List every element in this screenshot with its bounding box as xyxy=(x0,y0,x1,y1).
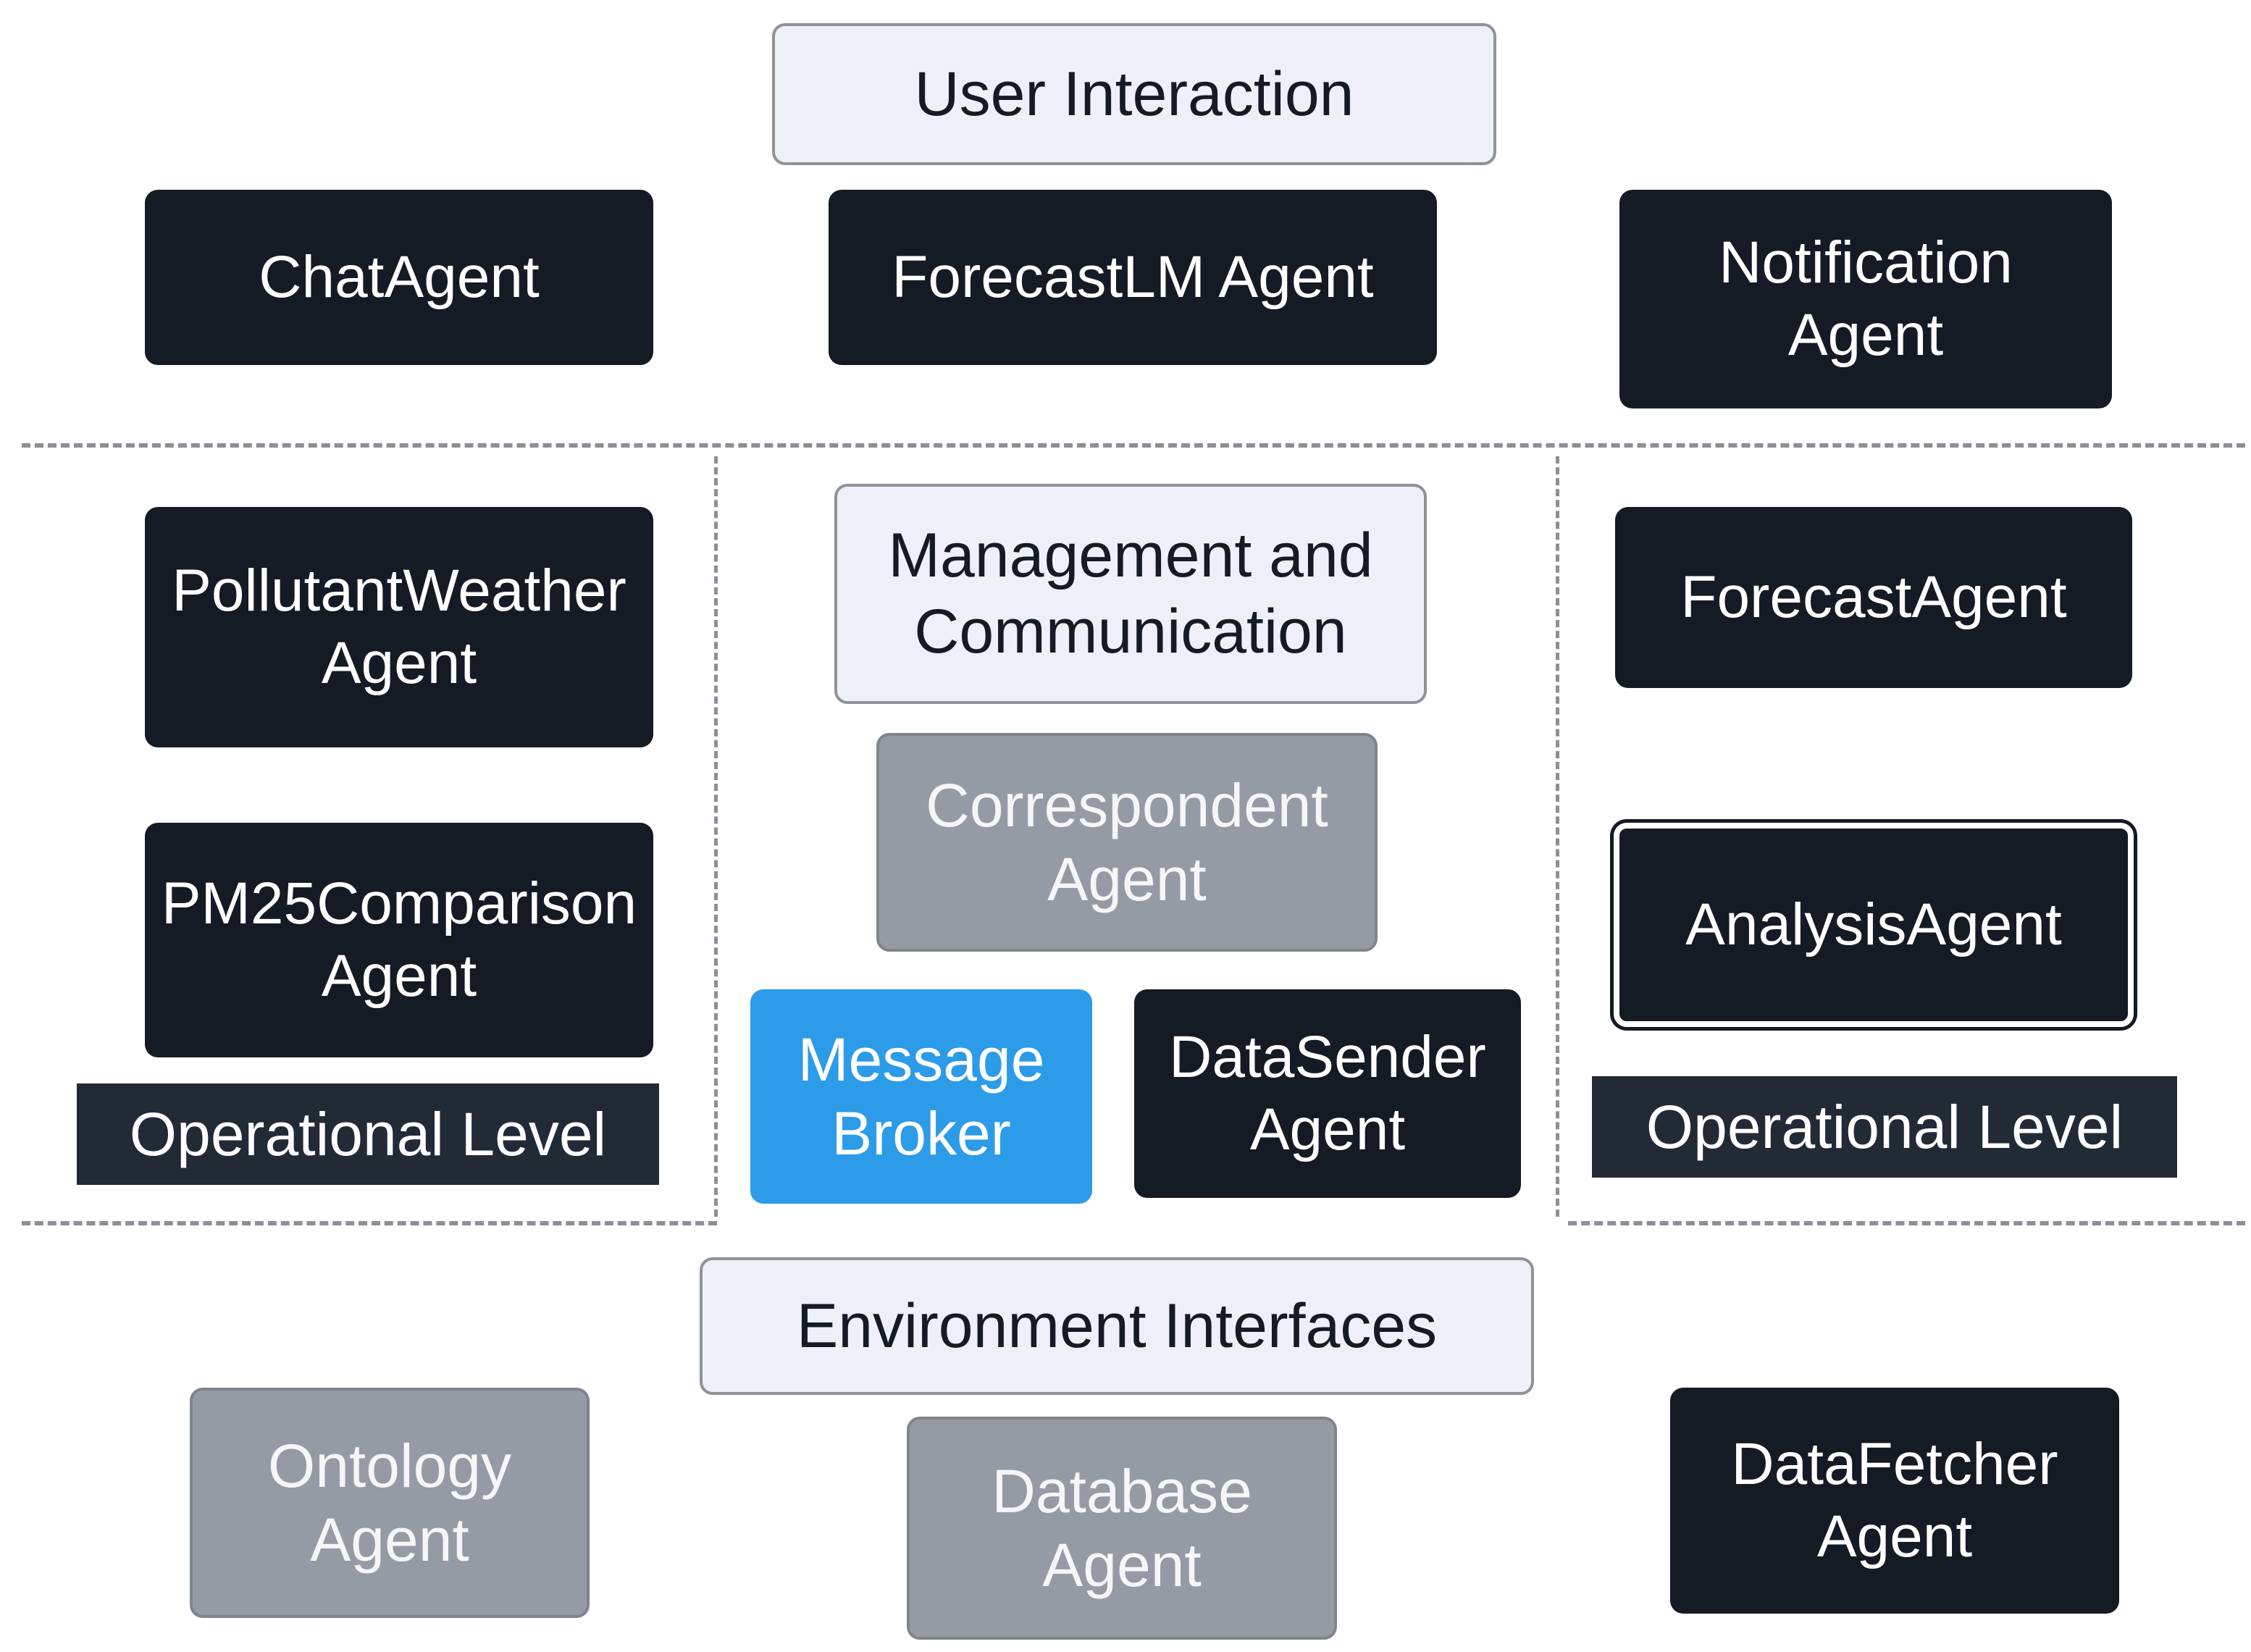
bottom-divider-left xyxy=(22,1221,717,1225)
pollutant-weather-agent: PollutantWeather Agent xyxy=(145,507,653,747)
message-broker: Message Broker xyxy=(750,989,1092,1204)
analysis-agent: AnalysisAgent xyxy=(1614,823,2134,1027)
pm25-comparison-agent: PM25Comparison Agent xyxy=(145,823,653,1057)
bottom-divider-right xyxy=(1568,1221,2245,1225)
top-divider xyxy=(22,443,2245,448)
left-column-divider xyxy=(714,456,718,1217)
correspondent-agent: Correspondent Agent xyxy=(876,733,1378,952)
operational-level-label-left: Operational Level xyxy=(77,1083,659,1185)
management-communication-layer: Management and Communication xyxy=(834,484,1427,704)
data-sender-agent: DataSender Agent xyxy=(1134,989,1521,1198)
chat-agent: ChatAgent xyxy=(145,190,653,365)
user-interaction-layer: User Interaction xyxy=(772,23,1496,165)
forecast-agent: ForecastAgent xyxy=(1615,507,2132,688)
right-column-divider xyxy=(1556,456,1559,1217)
database-agent: Database Agent xyxy=(907,1417,1337,1640)
environment-interfaces-layer: Environment Interfaces xyxy=(700,1257,1534,1395)
forecastlm-agent: ForecastLM Agent xyxy=(829,190,1437,365)
ontology-agent: Ontology Agent xyxy=(190,1388,590,1618)
operational-level-label-right: Operational Level xyxy=(1592,1076,2177,1178)
data-fetcher-agent: DataFetcher Agent xyxy=(1670,1388,2119,1614)
notification-agent: Notification Agent xyxy=(1619,190,2112,408)
